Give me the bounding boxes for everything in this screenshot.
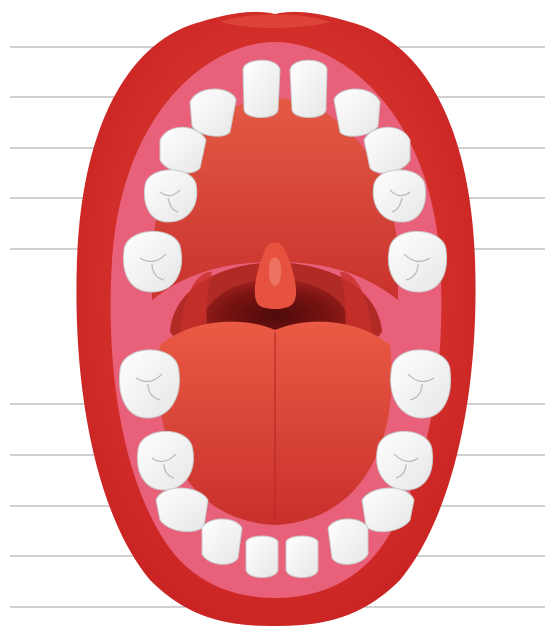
- tooth-upper-left-lateral-incisor: [190, 89, 236, 136]
- tooth-upper-right-central-incisor: [290, 60, 327, 117]
- tooth-lower-left-molar: [119, 350, 179, 418]
- tooth-lower-right-lateral-incisor: [328, 519, 368, 564]
- tooth-upper-left-canine: [160, 127, 206, 173]
- uvula-highlight: [269, 258, 281, 287]
- tooth-lower-left-lateral-incisor: [202, 519, 242, 564]
- tooth-lower-left-central-incisor: [246, 536, 278, 578]
- tooth-lower-right-central-incisor: [286, 536, 318, 578]
- tooth-upper-right-lateral-incisor: [334, 89, 380, 136]
- tooth-lower-right-molar: [391, 350, 451, 418]
- tooth-upper-left-central-incisor: [243, 60, 280, 117]
- tooth-upper-right-canine: [364, 127, 410, 173]
